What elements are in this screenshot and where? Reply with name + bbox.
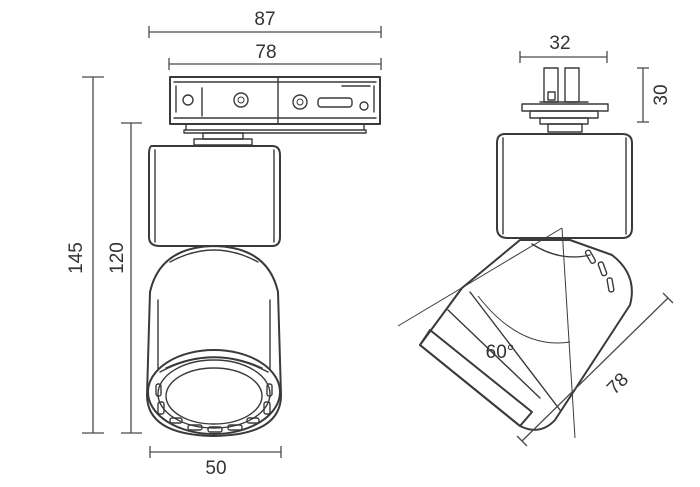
dimension-32: 32 xyxy=(519,33,608,63)
side-view: 60° 32 30 78 xyxy=(397,33,674,447)
label-angle-60: 60° xyxy=(486,342,515,363)
vent-slots-front xyxy=(155,383,273,433)
lamp-head-front xyxy=(146,245,282,437)
label-width-50: 50 xyxy=(205,458,226,479)
connector-neck-front xyxy=(193,132,253,146)
label-width-32: 32 xyxy=(549,33,570,54)
driver-housing-front xyxy=(148,145,281,247)
lamp-head-side xyxy=(419,239,633,431)
label-height-145: 145 xyxy=(66,242,87,274)
front-view: 87 78 145 120 50 xyxy=(66,9,382,479)
dimension-78-diagonal: 78 xyxy=(516,292,674,447)
label-height-30: 30 xyxy=(651,84,672,105)
driver-housing-side xyxy=(496,133,633,239)
track-adapter-side xyxy=(521,67,609,133)
label-width-78: 78 xyxy=(255,42,276,63)
dimension-87: 87 xyxy=(148,9,382,38)
dimension-120: 120 xyxy=(107,122,142,434)
label-height-120: 120 xyxy=(107,242,128,274)
dimension-50: 50 xyxy=(149,446,282,479)
track-adapter-front xyxy=(169,76,381,134)
dimension-30: 30 xyxy=(637,67,672,123)
dimension-78-rail: 78 xyxy=(168,42,382,70)
dimension-145: 145 xyxy=(66,76,104,434)
label-length-78: 78 xyxy=(603,369,633,399)
tilt-angle-lines: 60° xyxy=(397,227,576,439)
label-width-87: 87 xyxy=(254,9,275,30)
